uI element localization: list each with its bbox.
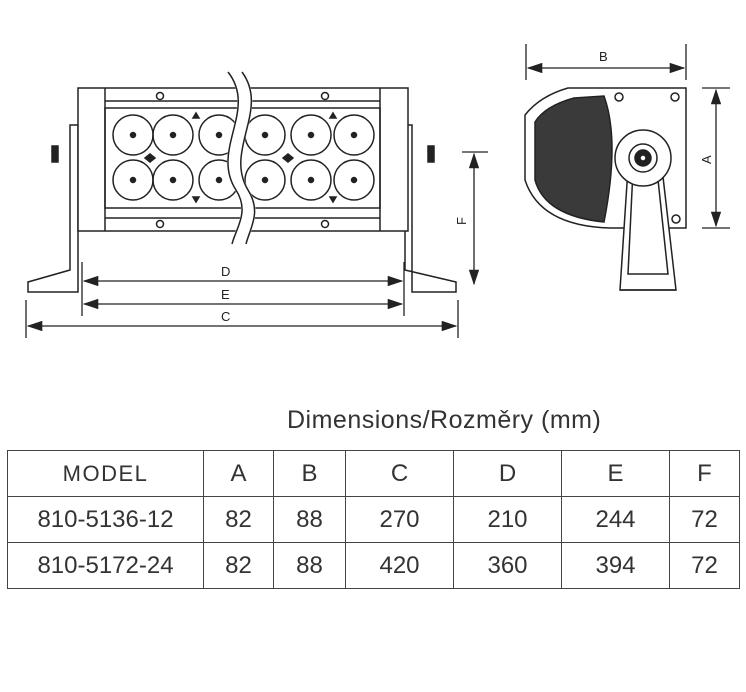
dim-label-b: B xyxy=(599,49,608,64)
cell-model: 810-5172-24 xyxy=(7,542,204,589)
cell-c: 420 xyxy=(345,542,454,589)
cell-d: 210 xyxy=(453,496,562,543)
cell-f: 72 xyxy=(669,542,740,589)
dim-label-e: E xyxy=(221,287,230,302)
cell-b: 88 xyxy=(273,542,346,589)
cell-f: 72 xyxy=(669,496,740,543)
cell-e: 244 xyxy=(561,496,670,543)
header-c: C xyxy=(345,450,454,497)
dim-label-f: F xyxy=(454,217,469,225)
side-view xyxy=(524,87,687,291)
cell-a: 82 xyxy=(203,542,274,589)
table-header-row: MODEL A B C D E F xyxy=(7,450,740,497)
dimensions-table: MODEL A B C D E F 810-5136-12 82 88 270 … xyxy=(7,450,740,589)
cell-a: 82 xyxy=(203,496,274,543)
table-row: 810-5136-12 82 88 270 210 244 72 xyxy=(7,496,740,543)
dimension-drawing: D E C F B A xyxy=(25,44,730,338)
header-model: MODEL xyxy=(7,450,204,497)
dim-label-d: D xyxy=(221,264,230,279)
cell-c: 270 xyxy=(345,496,454,543)
header-b: B xyxy=(273,450,346,497)
dim-label-c: C xyxy=(221,309,230,324)
header-d: D xyxy=(453,450,562,497)
right-bracket xyxy=(404,124,457,293)
cell-b: 88 xyxy=(273,496,346,543)
led-lenses xyxy=(112,111,375,204)
dim-label-a: A xyxy=(699,155,714,164)
heatsink-fins xyxy=(534,95,613,223)
cell-model: 810-5136-12 xyxy=(7,496,204,543)
cell-d: 360 xyxy=(453,542,562,589)
header-f: F xyxy=(669,450,740,497)
table-row: 810-5172-24 82 88 420 360 394 72 xyxy=(7,542,740,589)
dimensions-caption: Dimensions/Rozměry (mm) xyxy=(287,406,602,434)
header-a: A xyxy=(203,450,274,497)
header-e: E xyxy=(561,450,670,497)
front-dimensions xyxy=(25,151,488,338)
front-view xyxy=(27,71,457,293)
side-dimensions xyxy=(525,44,730,229)
cell-e: 394 xyxy=(561,542,670,589)
